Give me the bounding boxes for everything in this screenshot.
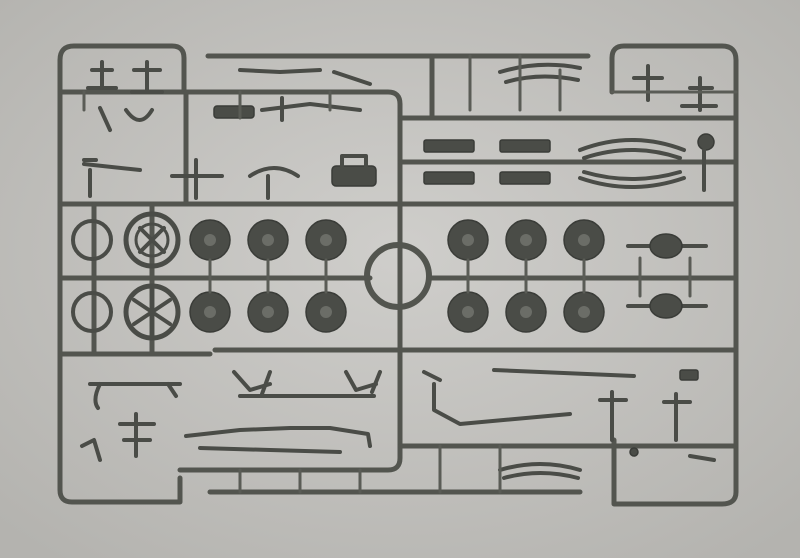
top-spring-bar — [468, 54, 582, 112]
wheels-upper-row — [189, 219, 605, 261]
axle-housings — [626, 233, 708, 319]
lower-middle-parts — [232, 370, 382, 398]
sprue-outer-frame — [57, 43, 739, 507]
center-ring — [364, 242, 432, 310]
lower-right-parts — [422, 368, 716, 480]
left-rings — [71, 211, 181, 341]
lower-left-parts — [80, 382, 372, 462]
wheel-gates — [208, 258, 586, 294]
second-row-right-parts — [423, 133, 715, 192]
top-left-parts — [86, 60, 372, 132]
top-right-parts — [610, 64, 738, 112]
wheels-lower-row — [189, 291, 605, 333]
second-row-left-parts — [82, 154, 377, 200]
runner-gates — [82, 90, 502, 494]
